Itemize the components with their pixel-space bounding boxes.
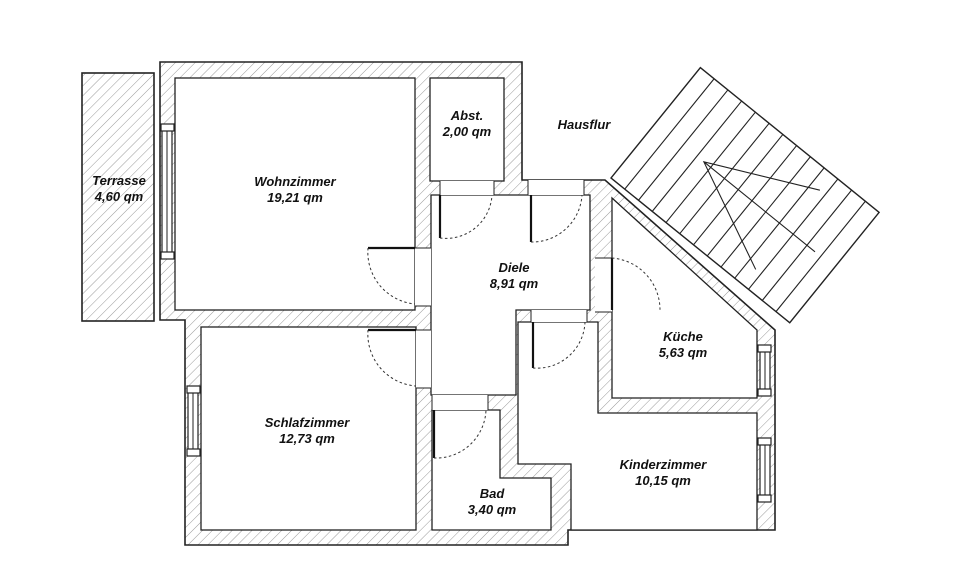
stair-tread bbox=[624, 78, 715, 190]
label-hausflur-name: Hausflur bbox=[558, 117, 612, 132]
room-kinderzimmer bbox=[517, 321, 758, 531]
label-wohnzimmer-name: Wohnzimmer bbox=[254, 174, 336, 189]
stair-tread bbox=[651, 100, 743, 212]
label-kinderzimmer-name: Kinderzimmer bbox=[620, 457, 708, 472]
room-bad bbox=[431, 409, 552, 531]
room-wohnzimmer bbox=[174, 77, 416, 311]
label-abst-area: 2,00 qm bbox=[442, 124, 492, 139]
label-terrasse-area: 4,60 qm bbox=[94, 189, 144, 204]
label-bad-area: 3,40 qm bbox=[468, 502, 517, 517]
label-abst-name: Abst. bbox=[450, 108, 484, 123]
room-kueche bbox=[611, 196, 758, 399]
label-kueche-name: Küche bbox=[663, 329, 703, 344]
label-schlafzimmer-name: Schlafzimmer bbox=[265, 415, 350, 430]
windows bbox=[160, 123, 772, 503]
label-diele-area: 8,91 qm bbox=[490, 276, 539, 291]
room-labels: Terrasse 4,60 qm Wohnzimmer 19,21 qm Abs… bbox=[92, 108, 708, 517]
label-kinderzimmer-area: 10,15 qm bbox=[635, 473, 691, 488]
room-diele bbox=[430, 194, 591, 396]
room-schlafzimmer bbox=[200, 326, 417, 531]
label-wohnzimmer-area: 19,21 qm bbox=[267, 190, 323, 205]
doors bbox=[367, 180, 661, 459]
label-diele-name: Diele bbox=[498, 260, 529, 275]
staircase bbox=[610, 66, 881, 324]
terrasse-area bbox=[81, 72, 155, 322]
stair-tread bbox=[638, 89, 729, 201]
stair-tread bbox=[775, 200, 866, 312]
label-terrasse-name: Terrasse bbox=[92, 173, 146, 188]
room-abst bbox=[429, 77, 505, 182]
label-kueche-area: 5,63 qm bbox=[659, 345, 708, 360]
label-schlafzimmer-area: 12,73 qm bbox=[279, 431, 335, 446]
stair-direction-arrow bbox=[702, 161, 821, 270]
label-bad-name: Bad bbox=[480, 486, 506, 501]
